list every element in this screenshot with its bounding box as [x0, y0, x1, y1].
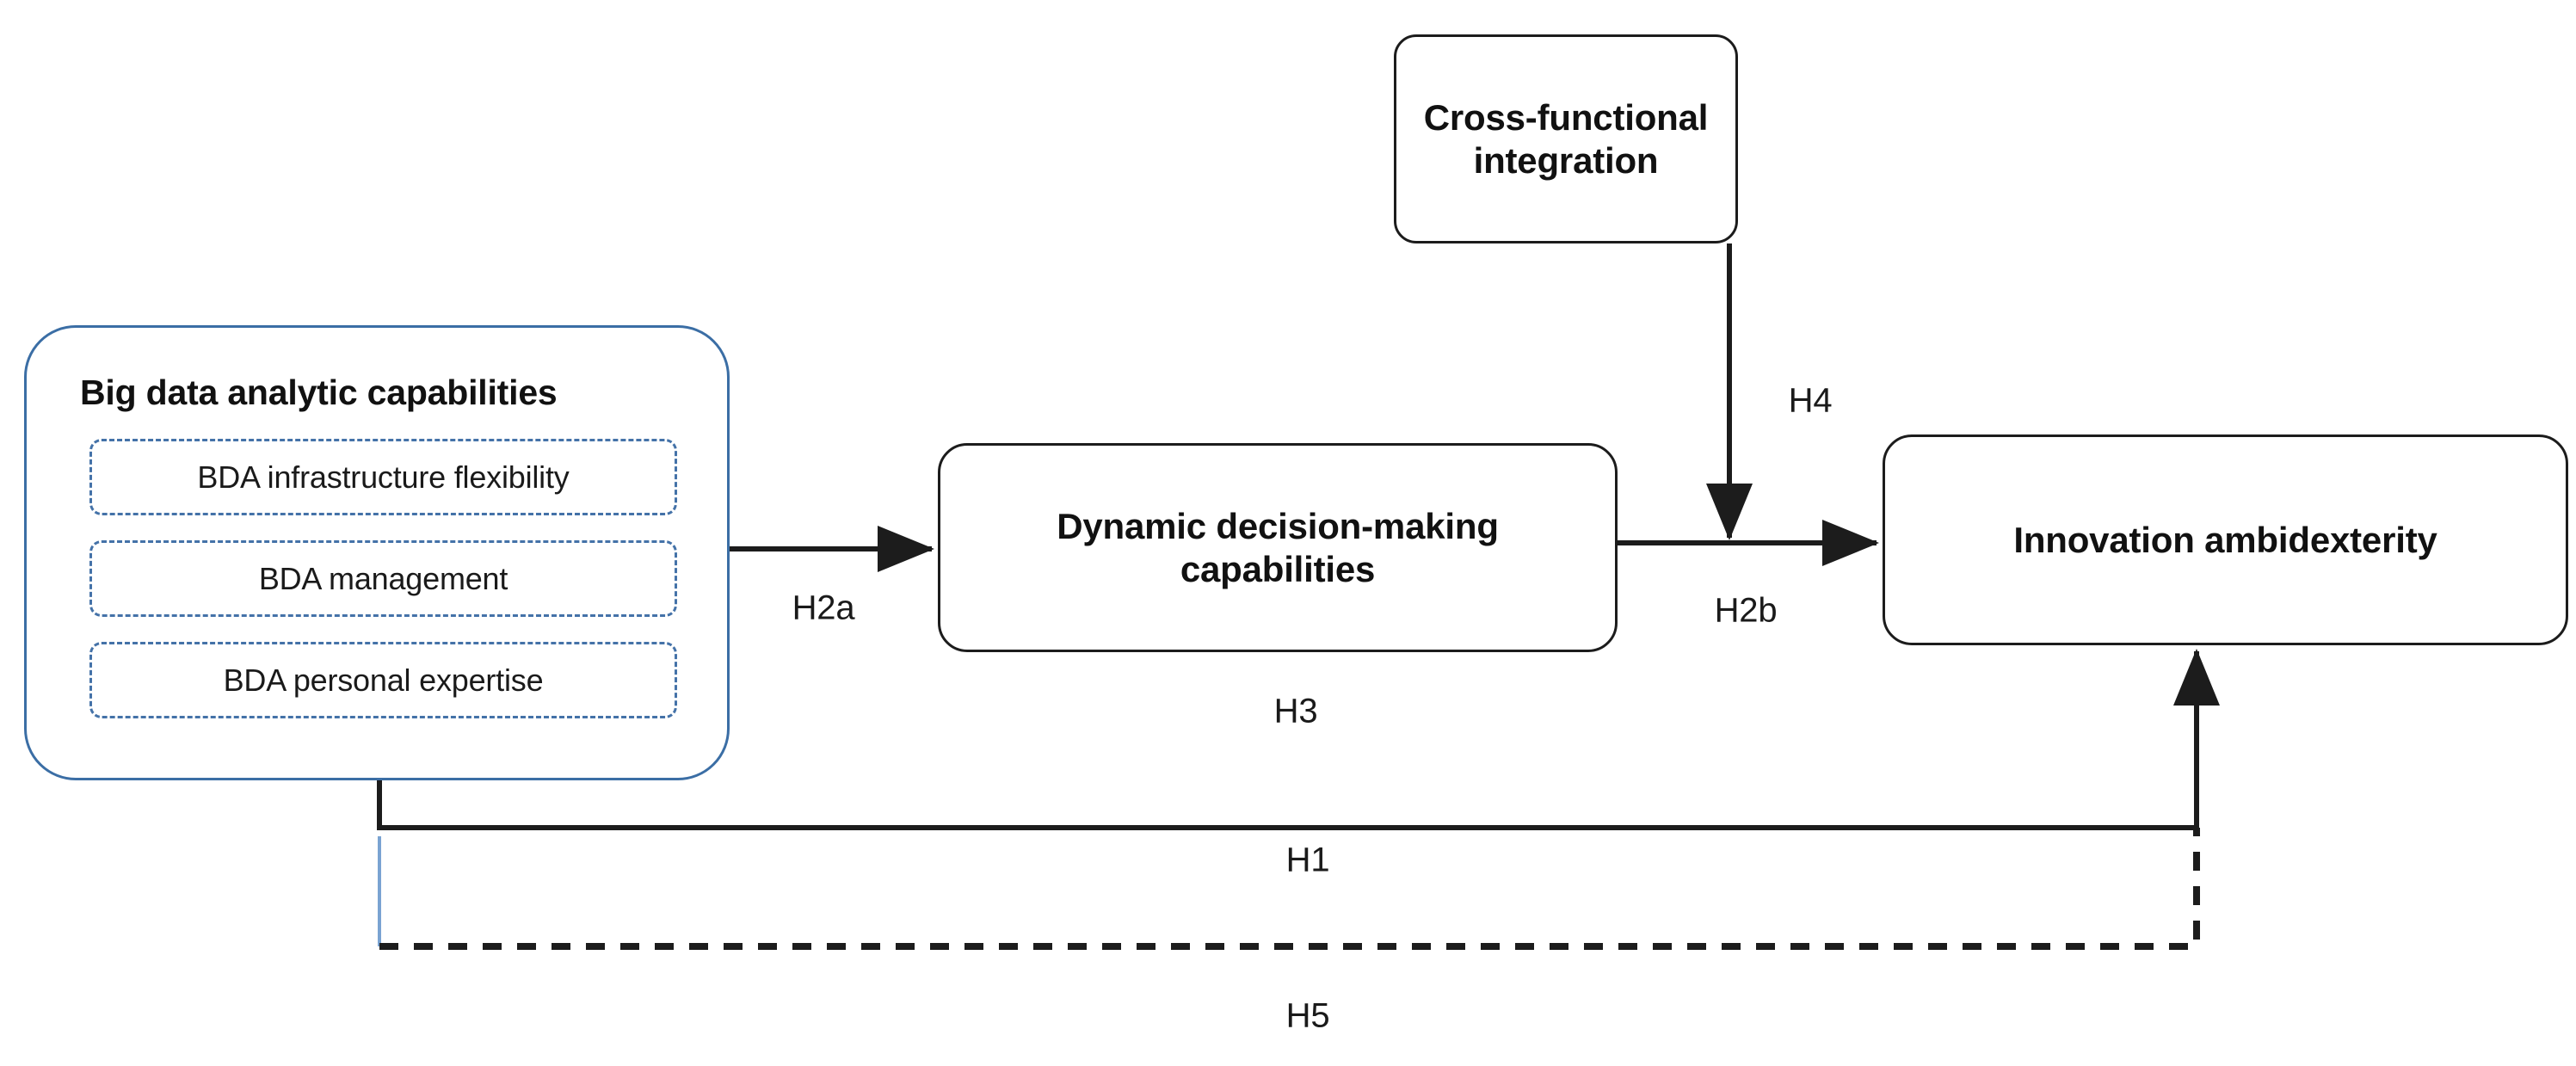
- node-title-ia: Innovation ambidexterity: [2013, 519, 2437, 560]
- node-cross-functional-integration[interactable]: Cross-functional integration: [1394, 34, 1738, 243]
- path-label-h5: H5: [1285, 996, 1330, 1035]
- bdac-dimension-infrastructure-flexibility[interactable]: BDA infrastructure flexibility: [89, 439, 677, 515]
- node-big-data-analytic-capabilities[interactable]: Big data analytic capabilities BDA infra…: [24, 325, 730, 780]
- path-label-h2b: H2b: [1714, 591, 1778, 630]
- bdac-dimension-management[interactable]: BDA management: [89, 540, 677, 617]
- bdac-dimension-list: BDA infrastructure flexibility BDA manag…: [27, 439, 727, 718]
- path-label-h1: H1: [1285, 841, 1330, 879]
- path-label-h4: H4: [1788, 381, 1833, 420]
- path-label-h3: H3: [1273, 692, 1318, 730]
- path-h1-arrow: [377, 649, 2220, 830]
- node-title-bdac: Big data analytic capabilities: [80, 373, 558, 412]
- path-h5-dashed: [379, 828, 2200, 950]
- path-label-h2a: H2a: [792, 588, 855, 627]
- node-title-ddmc: Dynamic decision-making capabilities: [1057, 505, 1499, 589]
- bdac-dimension-personal-expertise[interactable]: BDA personal expertise: [89, 642, 677, 718]
- node-dynamic-decision-making-capabilities[interactable]: Dynamic decision-making capabilities: [938, 443, 1618, 652]
- node-title-cfi: Cross-functional integration: [1423, 96, 1709, 181]
- node-innovation-ambidexterity[interactable]: Innovation ambidexterity: [1883, 434, 2568, 645]
